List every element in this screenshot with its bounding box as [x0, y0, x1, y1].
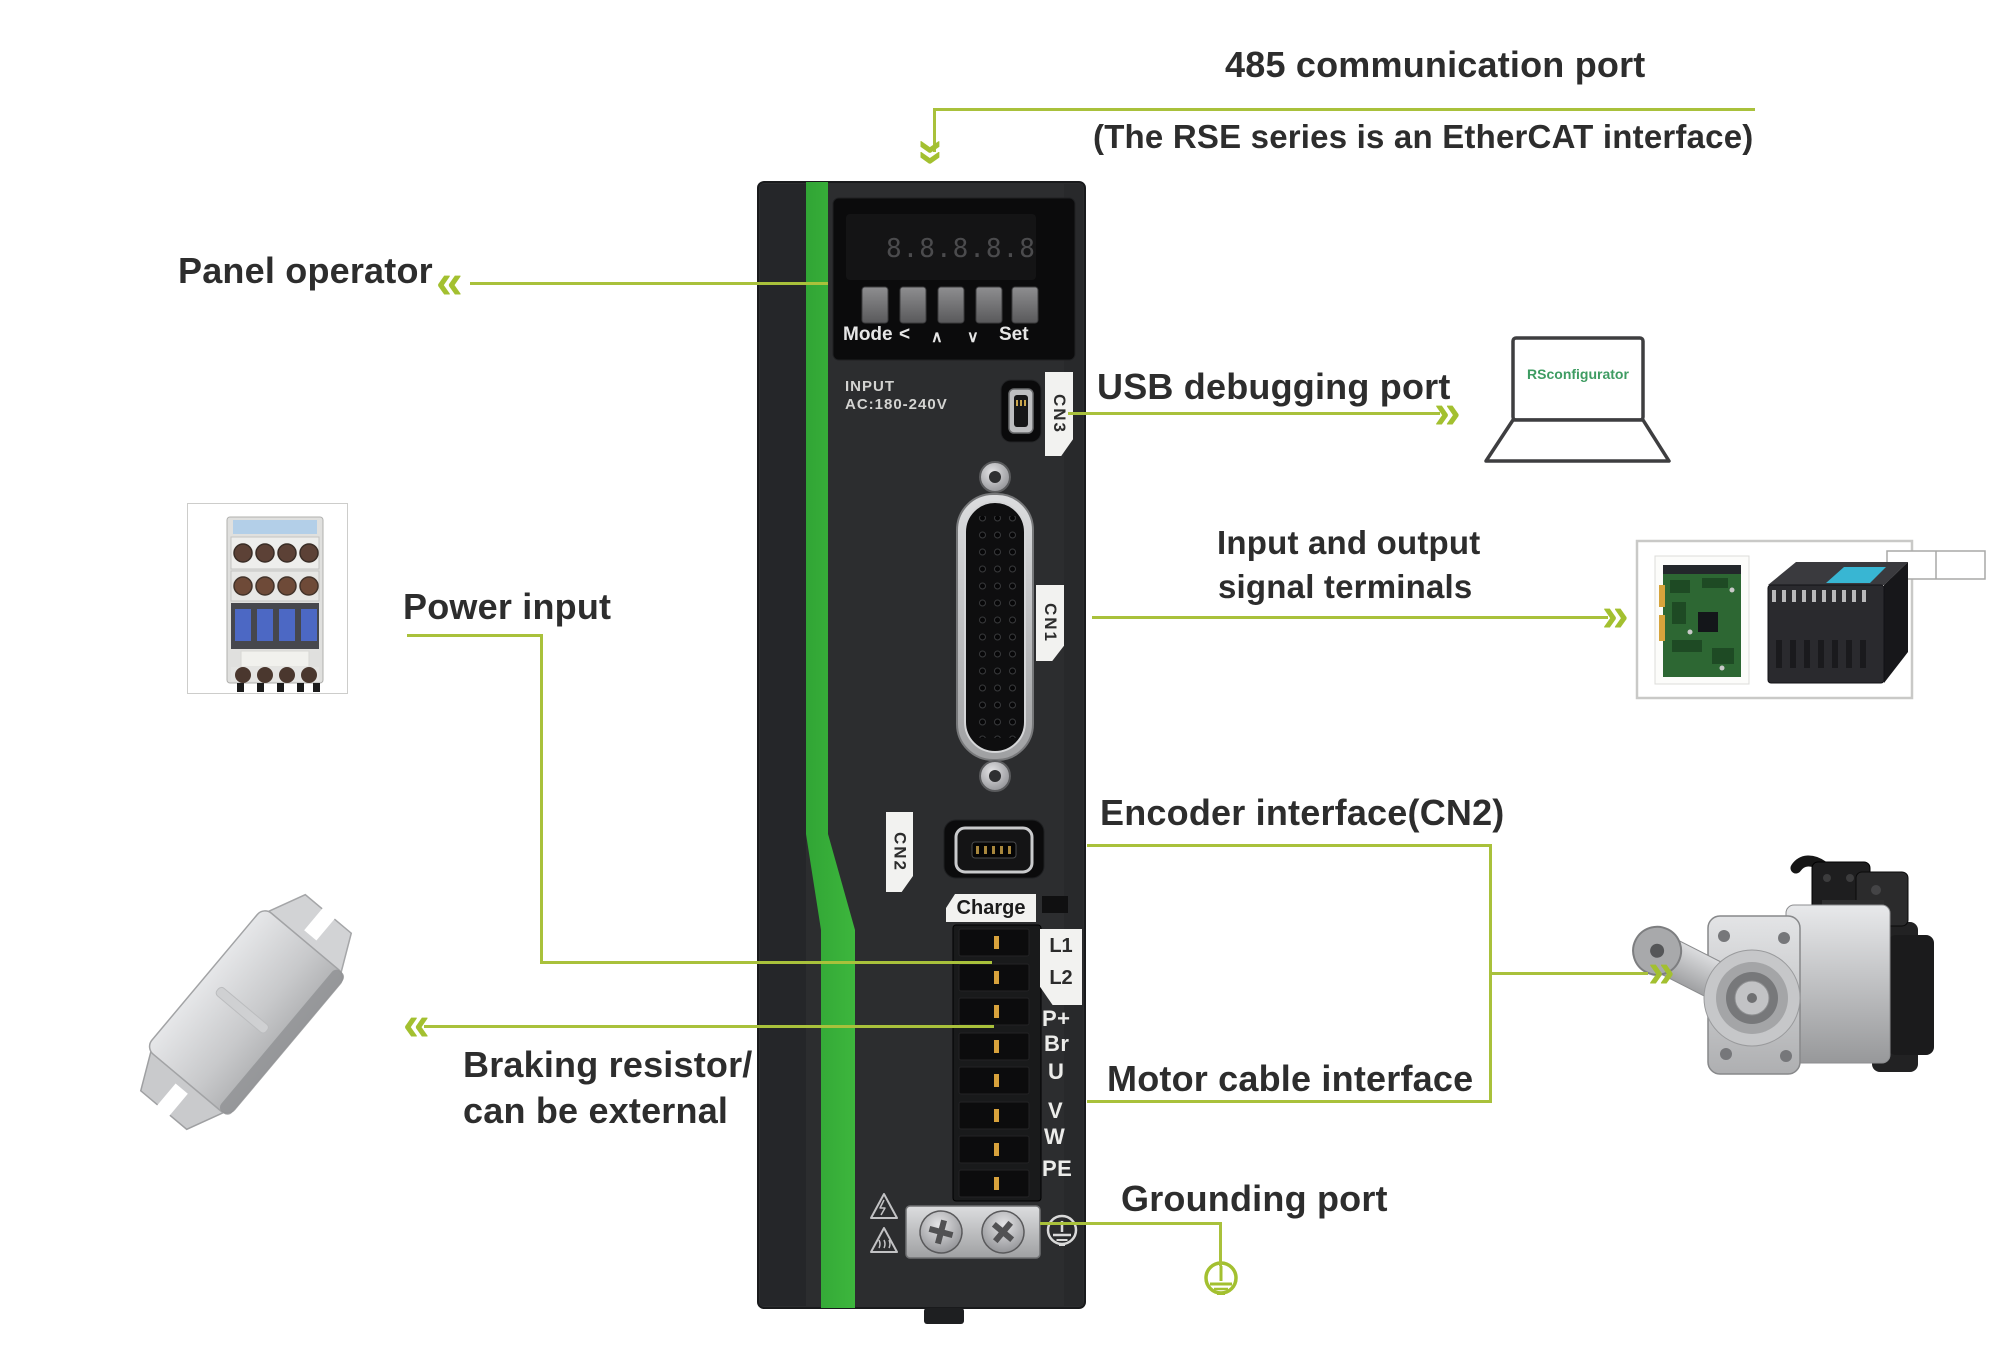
grounding-port-label: Grounding port [1121, 1178, 1388, 1219]
ground-bar [905, 1205, 1041, 1259]
seven-segment-digits: 8.8.8.8.8 [886, 234, 1036, 264]
io-terminals-box [1635, 539, 1986, 700]
braking-resistor-label-line2: can be external [463, 1090, 729, 1131]
terminal-label-pe: PE [1042, 1156, 1073, 1181]
terminal-label-br: Br [1044, 1031, 1070, 1056]
input-rating-line1: INPUT [845, 378, 895, 395]
braking-resistor-image [139, 893, 353, 1131]
braking-resistor-label-line1: Braking resistor/ [463, 1044, 753, 1085]
grounding-line-v [1219, 1222, 1222, 1266]
usb-debugging-label: USB debugging port [1097, 366, 1451, 407]
right-double-chevron-icon: » [1648, 945, 1675, 998]
encoder-motor-bracket [1489, 844, 1492, 1103]
motor-cable-line [1087, 1100, 1489, 1103]
laptop-screen-text: RSconfigurator [1527, 366, 1629, 382]
input-rating-line2: AC:180-240V [845, 396, 948, 413]
comm-port-line-v [933, 108, 936, 152]
comm-port-label: 485 communication port [1225, 44, 1646, 85]
encoder-interface-label: Encoder interface(CN2) [1100, 792, 1505, 833]
power-line-h1 [407, 634, 543, 637]
to-motor-line [1492, 972, 1648, 975]
warning-lightning-icon [870, 1193, 898, 1219]
terminal-label-l2: L2 [1049, 967, 1073, 989]
laptop-icon [1484, 336, 1671, 463]
cn1-dsub-connector [956, 461, 1034, 792]
seven-segment-display [846, 214, 1036, 280]
down-double-chevron-icon: » [906, 139, 959, 166]
comm-port-line-h [933, 108, 1755, 111]
display-panel [832, 197, 1076, 361]
ground-terminal-icon [1204, 1261, 1238, 1295]
terminal-label-w: W [1044, 1124, 1066, 1149]
cn3-usb-connector [1000, 379, 1042, 443]
charge-indicator [1042, 896, 1068, 913]
braking-line [424, 1025, 994, 1028]
grounding-line-h [1040, 1222, 1222, 1225]
right-double-chevron-icon: » [1434, 386, 1461, 439]
terminal-label-l1: L1 [1049, 935, 1073, 957]
power-input-label: Power input [403, 586, 612, 627]
l1-l2-tag: L1 L2 [1040, 929, 1082, 1005]
cn1-tag: CN1 [1036, 585, 1064, 661]
charge-tag: Charge [946, 894, 1036, 922]
power-line-v [540, 634, 543, 964]
io-terminals-label-line2: signal terminals [1218, 568, 1473, 605]
terminal-block [952, 924, 1042, 1202]
io-line [1092, 616, 1608, 619]
panel-operator-line [470, 282, 828, 285]
power-line-h2 [540, 961, 992, 964]
cn2-tag: CN2 [886, 812, 913, 892]
encoder-line [1087, 844, 1492, 847]
pcb-card-image [1654, 555, 1750, 685]
mode-button-label: Mode [843, 324, 893, 345]
left-button-label: < [899, 324, 911, 345]
terminal-label-pplus: P+ [1042, 1006, 1071, 1031]
panel-operator-label: Panel operator [178, 250, 433, 291]
plc-module-image [1767, 562, 1908, 684]
comm-port-sublabel: (The RSE series is an EtherCAT interface… [1093, 118, 1754, 155]
cn2-encoder-connector [943, 819, 1045, 879]
left-double-chevron-icon: « [403, 998, 430, 1051]
terminal-label-v: V [1048, 1098, 1064, 1123]
motor-cable-label: Motor cable interface [1107, 1058, 1474, 1099]
contactor-image [187, 503, 348, 694]
left-double-chevron-icon: « [436, 256, 463, 309]
set-button-label: Set [999, 324, 1029, 345]
usb-line [1068, 412, 1440, 415]
down-button-label: ∨ [967, 329, 979, 346]
up-button-label: ∧ [931, 329, 943, 346]
terminal-label-u: U [1048, 1059, 1065, 1084]
panel-buttons [861, 286, 1039, 324]
servo-motor-image [1632, 855, 1934, 1075]
right-double-chevron-icon: » [1602, 589, 1629, 642]
warning-hot-surface-icon [870, 1227, 898, 1253]
io-terminals-label-line1: Input and output [1217, 524, 1481, 561]
